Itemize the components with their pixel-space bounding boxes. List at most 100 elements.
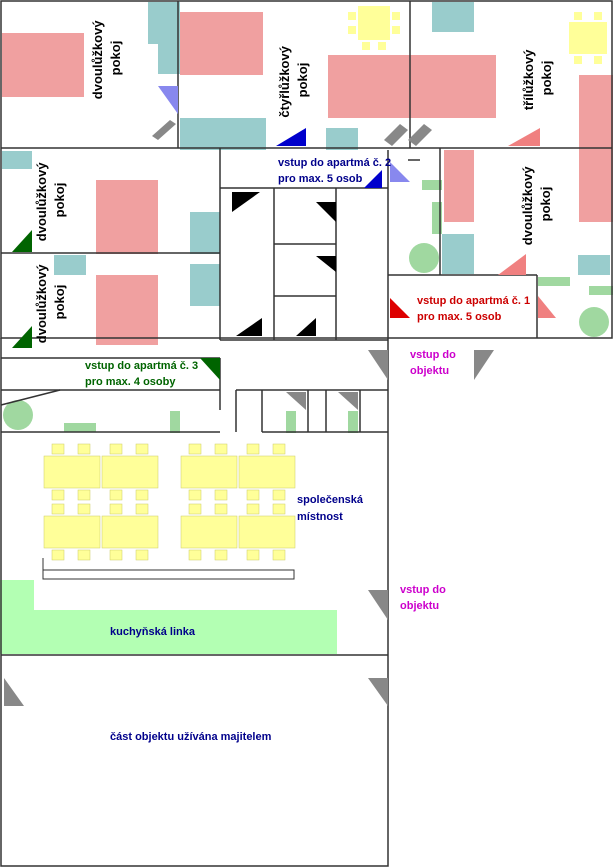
- cabinet: [2, 151, 32, 169]
- wardrobe: [190, 264, 220, 306]
- cabinet: [578, 255, 610, 275]
- dining-tables: [43, 443, 296, 561]
- entrance-label-apt3: vstup do apartmá č. 3 pro max. 4 osoby: [85, 360, 201, 388]
- label-line: pokoj: [538, 187, 553, 222]
- doors: [4, 86, 556, 706]
- chair: [109, 443, 123, 455]
- chair: [392, 26, 400, 34]
- kitchen-cabinet: [0, 580, 34, 654]
- chair: [362, 42, 370, 50]
- label-line: pokoj: [52, 183, 67, 218]
- dining-table: [180, 455, 238, 489]
- chair: [574, 56, 582, 64]
- bed: [180, 12, 263, 75]
- door-wedge: [12, 230, 32, 252]
- wardrobe: [180, 118, 222, 150]
- entrance-label-apt2: vstup do apartmá č. 2 pro max. 5 osob: [278, 157, 394, 185]
- chair: [109, 503, 123, 515]
- dining-table: [43, 455, 101, 489]
- shelf: [422, 180, 442, 190]
- dining-table: [238, 515, 296, 549]
- bed: [579, 75, 613, 150]
- dining-table: [180, 515, 238, 549]
- wardrobe: [148, 2, 180, 44]
- label-line: dvoulůžkový: [90, 20, 105, 100]
- chair: [77, 489, 91, 501]
- chair: [188, 549, 202, 561]
- wardrobe: [432, 2, 474, 32]
- label-line: společenská: [297, 494, 364, 506]
- area-label-kitchen: kuchyňská linka: [110, 626, 196, 638]
- label-line: pro max. 5 osob: [278, 173, 363, 185]
- chair: [51, 549, 65, 561]
- room-label-top-double: dvoulůžkový pokoj: [90, 17, 123, 99]
- door-wedge: [498, 254, 526, 275]
- chair: [214, 549, 228, 561]
- chair: [188, 503, 202, 515]
- chair: [109, 549, 123, 561]
- chair: [392, 12, 400, 20]
- chair: [594, 12, 602, 20]
- label-line: vstup do: [400, 584, 446, 596]
- chair: [272, 443, 286, 455]
- furniture-layer: [0, 2, 613, 654]
- chair: [109, 489, 123, 501]
- door-wedge: [12, 326, 32, 348]
- chair: [246, 443, 260, 455]
- shelf: [432, 202, 442, 234]
- chair: [135, 503, 149, 515]
- label-line: dvoulůžkový: [520, 166, 535, 246]
- chair: [51, 503, 65, 515]
- bed: [328, 55, 412, 118]
- room-label-triple: třílůžkový pokoj: [521, 46, 554, 110]
- chair: [188, 443, 202, 455]
- chair: [272, 503, 286, 515]
- door-wedge: [4, 678, 24, 706]
- table: [569, 22, 607, 54]
- chair: [214, 503, 228, 515]
- chair: [594, 56, 602, 64]
- label-line: dvoulůžkový: [34, 162, 49, 242]
- bed: [412, 55, 496, 118]
- door-wedge: [158, 86, 178, 114]
- shelf: [64, 423, 96, 432]
- round-table: [409, 243, 439, 273]
- chair: [348, 26, 356, 34]
- chair: [135, 549, 149, 561]
- chair: [246, 503, 260, 515]
- chair: [214, 489, 228, 501]
- chair: [246, 489, 260, 501]
- chair: [214, 443, 228, 455]
- entrance-label-building-1: vstup do objektu: [410, 349, 459, 377]
- door-wedge: [236, 318, 262, 336]
- bench: [42, 569, 295, 580]
- door-wedge: [474, 350, 494, 380]
- door-wedge: [368, 590, 388, 620]
- chair: [51, 489, 65, 501]
- room-label-quad: čtyřlůžkový pokoj: [277, 42, 310, 117]
- bed: [96, 275, 158, 345]
- chair: [51, 443, 65, 455]
- entrance-label-building-2: vstup do objektu: [400, 584, 449, 612]
- door-wedge: [390, 298, 410, 318]
- label-line: objektu: [400, 600, 439, 612]
- cabinet: [54, 255, 86, 275]
- label-line: pokoj: [108, 41, 123, 76]
- label-line: vstup do apartmá č. 1: [417, 295, 530, 307]
- entrance-label-apt1: vstup do apartmá č. 1 pro max. 5 osob: [417, 295, 533, 323]
- door-wedge: [316, 202, 336, 222]
- door-wedge: [364, 170, 382, 188]
- shelf: [538, 277, 570, 286]
- area-label-owner: část objektu užívána majitelem: [110, 731, 272, 743]
- door-wedge: [232, 192, 260, 212]
- room-label-right-double: dvoulůžkový pokoj: [520, 163, 553, 245]
- label-line: místnost: [297, 511, 343, 523]
- label-line: pokoj: [295, 63, 310, 98]
- chair: [272, 489, 286, 501]
- wall: [0, 389, 61, 406]
- chair: [135, 489, 149, 501]
- dining-table: [101, 455, 159, 489]
- bed: [96, 180, 158, 254]
- kitchen-counter: [34, 610, 337, 654]
- door-wedge: [296, 318, 316, 336]
